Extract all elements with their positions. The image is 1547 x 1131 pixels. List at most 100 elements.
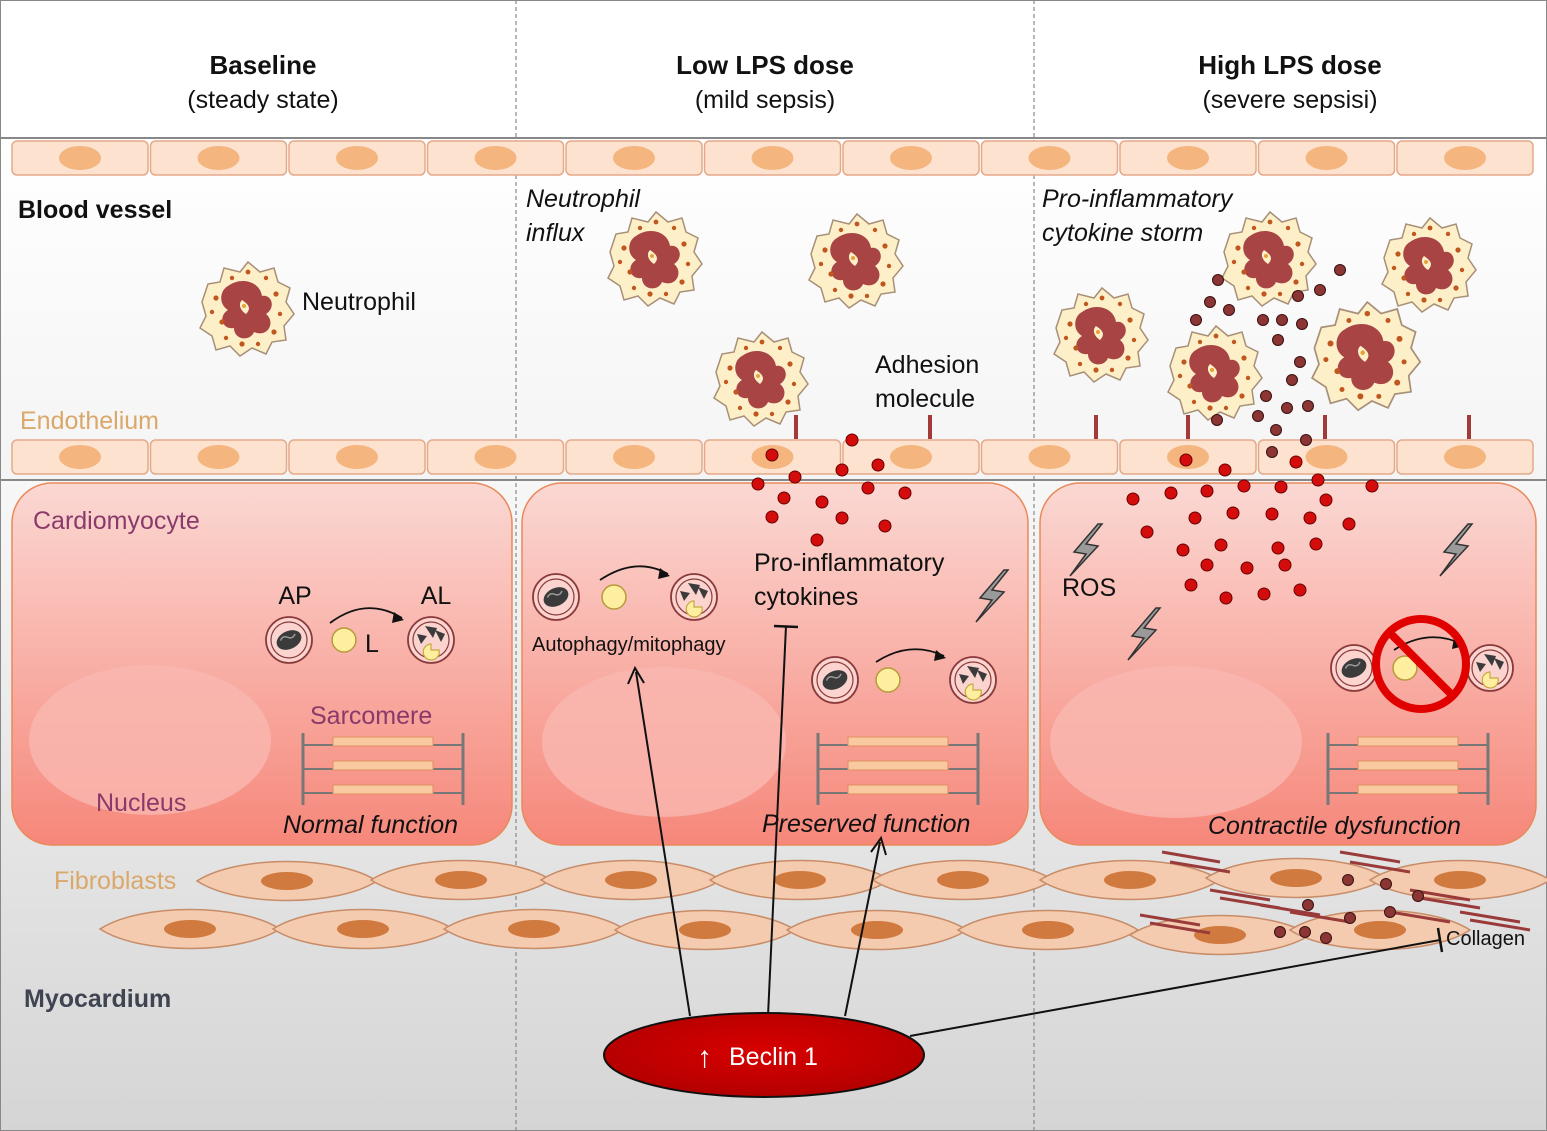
storm-dot bbox=[1272, 334, 1284, 346]
beclin-up-arrow-icon: ↑ bbox=[697, 1041, 712, 1074]
collagen-fiber bbox=[1259, 903, 1321, 917]
normal-function-label: Normal function bbox=[283, 811, 458, 839]
cytokine-dot bbox=[1237, 479, 1251, 493]
beclin-1-ellipse bbox=[603, 1012, 925, 1098]
sarcomere-label: Sarcomere bbox=[310, 702, 432, 730]
endothelial-cell bbox=[565, 140, 703, 176]
cytokine-dot bbox=[1319, 493, 1333, 507]
cytokine-dot bbox=[1289, 455, 1303, 469]
cytokine-dot bbox=[1188, 511, 1202, 525]
collagen-fiber bbox=[1209, 888, 1271, 902]
region-label-fibroblasts: Fibroblasts bbox=[54, 867, 176, 895]
column-subtitle-baseline: (steady state) bbox=[187, 86, 338, 114]
storm-dot bbox=[1334, 264, 1346, 276]
fibroblast-dot bbox=[1274, 926, 1286, 938]
storm-dot bbox=[1300, 434, 1312, 446]
endothelial-cell bbox=[288, 439, 426, 475]
fibroblast-dot bbox=[1342, 874, 1354, 886]
endothelial-cell bbox=[842, 439, 980, 475]
cytokine-dot bbox=[878, 519, 892, 533]
cytokine-dot bbox=[1226, 506, 1240, 520]
endothelial-cell bbox=[149, 439, 288, 475]
collagen-fiber bbox=[1339, 850, 1401, 864]
storm-dot bbox=[1270, 424, 1282, 436]
neutrophil-label: Neutrophil bbox=[302, 288, 416, 316]
endothelial-cell bbox=[1257, 439, 1396, 475]
storm-dot bbox=[1204, 296, 1216, 308]
fusion-arrowhead-low-1 bbox=[658, 568, 670, 579]
collagen-fiber bbox=[1389, 910, 1451, 924]
cytokine-dot bbox=[1257, 587, 1271, 601]
cytokines-label-2: cytokines bbox=[754, 583, 858, 611]
collagen-fiber bbox=[1459, 910, 1521, 924]
endothelial-cell bbox=[565, 439, 703, 475]
autolysosome-label: AL bbox=[421, 582, 452, 610]
beclin-1-label: Beclin 1 bbox=[729, 1043, 818, 1071]
storm-dot bbox=[1314, 284, 1326, 296]
column-title-low-lps: Low LPS dose bbox=[676, 50, 854, 80]
neutrophil-influx-label-1: Neutrophil bbox=[526, 185, 641, 213]
collagen-fiber bbox=[1349, 860, 1411, 874]
column-title-high-lps: High LPS dose bbox=[1198, 50, 1381, 80]
fibroblast-dot bbox=[1380, 878, 1392, 890]
endothelial-cell bbox=[288, 140, 426, 176]
storm-dot bbox=[1190, 314, 1202, 326]
cytokine-storm-label-2: cytokine storm bbox=[1042, 219, 1203, 247]
cytokine-dot bbox=[1184, 578, 1198, 592]
storm-dot bbox=[1260, 390, 1272, 402]
autolysosome-baseline bbox=[407, 616, 455, 664]
endothelial-cell bbox=[11, 439, 149, 475]
cytokine-dot bbox=[1214, 538, 1228, 552]
lysosome-baseline bbox=[331, 627, 357, 653]
fibroblast-dot bbox=[1344, 912, 1356, 924]
cytokine-dot bbox=[1293, 583, 1307, 597]
cytokine-dot bbox=[1164, 486, 1178, 500]
cytokine-storm-dark-dots bbox=[1190, 264, 1346, 458]
collagen-label: Collagen bbox=[1446, 928, 1525, 950]
cytokine-dot bbox=[765, 448, 779, 462]
cytokine-dot bbox=[845, 433, 859, 447]
cytokine-storm-label-1: Pro-inflammatory bbox=[1042, 185, 1234, 213]
collagen-fiber bbox=[1469, 918, 1531, 932]
collagen-fibers bbox=[1139, 850, 1531, 935]
fibroblast-dot bbox=[1299, 926, 1311, 938]
region-label-endothelium: Endothelium bbox=[20, 407, 159, 435]
autolysosome-high bbox=[1466, 644, 1514, 692]
cytokine-dot bbox=[1179, 453, 1193, 467]
endothelial-cell bbox=[842, 140, 980, 176]
column-title-baseline: Baseline bbox=[210, 50, 317, 80]
endothelial-cell bbox=[980, 439, 1119, 475]
collagen-fiber bbox=[1419, 896, 1481, 910]
fibroblast-dot bbox=[1412, 890, 1424, 902]
endothelial-cell bbox=[426, 140, 565, 176]
cytokine-dot bbox=[1365, 479, 1379, 493]
endothelial-cell bbox=[703, 140, 842, 176]
storm-dot bbox=[1257, 314, 1269, 326]
nucleus-low-lps bbox=[542, 667, 786, 817]
collagen-fiber bbox=[1169, 860, 1231, 874]
cytokine-dot bbox=[861, 481, 875, 495]
autolysosome-low-1 bbox=[670, 573, 718, 621]
endothelium-top-row bbox=[11, 140, 1534, 176]
collagen-fiber bbox=[1289, 910, 1351, 924]
endothelial-cell bbox=[11, 140, 149, 176]
column-subtitle-low-lps: (mild sepsis) bbox=[695, 86, 835, 114]
neutrophil-influx-label-2: influx bbox=[526, 219, 586, 247]
storm-dot bbox=[1286, 374, 1298, 386]
cytokine-dot bbox=[1342, 517, 1356, 531]
cytokine-dot bbox=[1218, 463, 1232, 477]
cytokine-dot bbox=[1271, 541, 1285, 555]
beclin-arrows bbox=[627, 624, 1444, 1037]
cytokine-dot bbox=[810, 533, 824, 547]
cytokine-dot bbox=[871, 458, 885, 472]
cytokines-label-1: Pro-inflammatory bbox=[754, 549, 945, 577]
collagen-fiber bbox=[1149, 921, 1211, 935]
nucleus-baseline bbox=[29, 665, 271, 815]
cytokine-dot bbox=[751, 477, 765, 491]
fibroblast-cytokine-dots bbox=[1274, 874, 1424, 944]
storm-dot bbox=[1302, 400, 1314, 412]
fibroblast-dot bbox=[1320, 932, 1332, 944]
cytokine-dot bbox=[1278, 558, 1292, 572]
cytokine-dot bbox=[777, 491, 791, 505]
